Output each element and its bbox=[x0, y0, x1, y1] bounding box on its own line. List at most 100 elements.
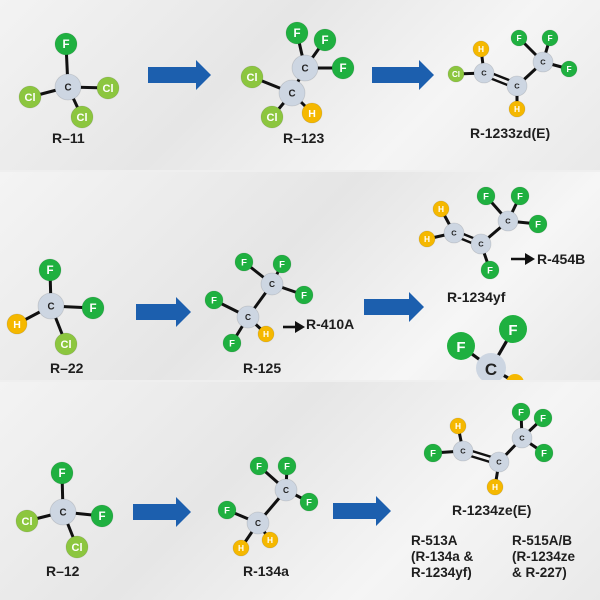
r1234ze-atom-c-0 bbox=[452, 440, 474, 462]
r22-atom-h-2 bbox=[6, 313, 28, 335]
r123-atom-cl-6 bbox=[260, 105, 284, 129]
molecule-name-r134a: R-134a bbox=[243, 563, 289, 579]
molecule-name-r11: R–11 bbox=[52, 130, 85, 146]
r134a-atom-f-4 bbox=[299, 492, 319, 512]
r134a-atom-label-3: F bbox=[284, 461, 290, 472]
r11-atom-label-2: Cl bbox=[25, 92, 36, 104]
r11-atom-f-1 bbox=[54, 32, 78, 56]
r1234yf-atom-h-3 bbox=[432, 200, 450, 218]
r125-atom-c-0 bbox=[260, 272, 284, 296]
molecule-name-r1233zd: R-1233zd(E) bbox=[470, 125, 551, 141]
r125-atom-label-0: C bbox=[269, 279, 275, 289]
arrow-to-r454b-head bbox=[525, 253, 535, 265]
molecule-name-r22: R–22 bbox=[50, 360, 84, 376]
r1234ze-atom-label-5: H bbox=[492, 482, 498, 492]
r12-atom-cl-4 bbox=[65, 535, 89, 559]
arrow-r11-to-r123 bbox=[148, 60, 211, 90]
r1233zd-atom-f-8 bbox=[560, 60, 578, 78]
r22-atom-cl-4 bbox=[54, 332, 78, 356]
r12-atom-label-3: F bbox=[98, 510, 105, 523]
cropped-atom-c bbox=[476, 353, 506, 380]
r1234yf-atom-f-5 bbox=[480, 260, 500, 280]
r1234yf-atom-c-0 bbox=[443, 222, 465, 244]
r1234ze-atom-label-4: F bbox=[430, 448, 436, 459]
r134a-atom-label-7: H bbox=[267, 535, 273, 545]
r134a-atom-h-7 bbox=[261, 531, 279, 549]
r1234ze-atom-label-1: C bbox=[496, 458, 502, 467]
r1234yf-atom-label-1: C bbox=[478, 240, 484, 249]
molecule-name-r12: R–12 bbox=[46, 563, 80, 579]
r125-atom-f-4 bbox=[294, 285, 314, 305]
arrow-r123-to-r1233zd bbox=[372, 60, 434, 90]
r123-atom-label-6: Cl bbox=[267, 112, 278, 124]
r1234yf-atom-label-7: F bbox=[517, 191, 523, 202]
r1234ze-atom-label-7: F bbox=[540, 413, 546, 424]
r123-atom-label-3: F bbox=[321, 34, 328, 47]
r1234yf-atom-label-0: C bbox=[451, 229, 457, 238]
r125-atom-label-5: F bbox=[211, 295, 217, 306]
r1234yf-atom-label-5: F bbox=[487, 265, 493, 276]
r134a-atom-h-6 bbox=[232, 539, 250, 557]
r1234ze-atom-f-4 bbox=[423, 443, 443, 463]
r123-atom-label-0: C bbox=[301, 64, 308, 75]
molecule-name-r1234yf: R-1234yf bbox=[447, 289, 506, 305]
r1233zd-atom-label-1: C bbox=[514, 82, 520, 91]
r125-atom-label-7: H bbox=[263, 329, 269, 339]
r1234yf-atom-f-7 bbox=[510, 186, 530, 206]
r125-atom-label-3: F bbox=[279, 259, 285, 270]
r134a-atom-label-5: F bbox=[224, 505, 230, 516]
r123-atom-f-3 bbox=[313, 28, 337, 52]
r1234ze-atom-label-2: C bbox=[519, 434, 525, 443]
r1233zd-atom-label-0: C bbox=[481, 69, 487, 78]
r1233zd-atom-c-0 bbox=[473, 62, 495, 84]
r1233zd-atom-c-1 bbox=[506, 75, 528, 97]
r134a-atom-label-6: H bbox=[238, 543, 244, 553]
r134a-atom-label-0: C bbox=[283, 485, 289, 495]
r1233zd-atom-label-3: H bbox=[478, 44, 484, 54]
r123-atom-c-0 bbox=[291, 54, 319, 82]
r1234yf-atom-f-8 bbox=[528, 214, 548, 234]
r123-atom-label-1: C bbox=[288, 89, 295, 100]
r134a-atom-f-2 bbox=[249, 456, 269, 476]
r1234ze-atom-c-2 bbox=[511, 427, 533, 449]
r125-atom-c-1 bbox=[236, 305, 260, 329]
arrow-r12-to-r134a bbox=[133, 497, 191, 527]
r1234ze-atom-f-8 bbox=[534, 443, 554, 463]
molecule-name-r1234ze: R-1234ze(E) bbox=[452, 502, 532, 518]
r22-atom-f-1 bbox=[38, 258, 62, 282]
cropped-atom-f-1 bbox=[499, 315, 527, 343]
r22-atom-label-3: F bbox=[89, 302, 96, 315]
r134a-atom-f-5 bbox=[217, 500, 237, 520]
r1234ze-atom-f-6 bbox=[511, 402, 531, 422]
r1233zd-atom-label-7: F bbox=[547, 33, 552, 43]
r125-atom-label-2: F bbox=[241, 257, 247, 268]
cropped-atom-h bbox=[506, 374, 524, 380]
r123-atom-h-7 bbox=[301, 102, 323, 124]
molecule-name-r123: R–123 bbox=[283, 130, 325, 146]
blend-note-r515ab: R-515A/B (R-1234ze & R-227) bbox=[512, 533, 576, 580]
r1234yf-atom-label-3: H bbox=[438, 204, 444, 214]
r1233zd-atom-c-2 bbox=[532, 51, 554, 73]
cropped-atom-f-1-label: F bbox=[508, 322, 517, 339]
r12-atom-f-1 bbox=[50, 461, 74, 485]
r134a-atom-c-0 bbox=[274, 478, 298, 502]
r12-atom-label-4: Cl bbox=[72, 542, 83, 554]
r1234yf-atom-label-4: H bbox=[424, 234, 430, 244]
r12-atom-label-2: Cl bbox=[22, 516, 33, 528]
r11-atom-cl-2 bbox=[18, 85, 42, 109]
r123-atom-label-7: H bbox=[308, 108, 316, 120]
arrow-r134a-to-r1234ze bbox=[333, 496, 391, 526]
r134a-atom-label-1: C bbox=[255, 518, 261, 528]
r1234yf-atom-f-6 bbox=[476, 186, 496, 206]
r123-atom-c-1 bbox=[278, 79, 306, 107]
r1233zd-atom-label-8: F bbox=[566, 64, 571, 74]
r134a-atom-label-4: F bbox=[306, 497, 312, 508]
molecule-name-r125: R-125 bbox=[243, 360, 282, 376]
arrow-r125-to-r1234yf bbox=[364, 292, 424, 322]
r134a-atom-f-3 bbox=[277, 456, 297, 476]
r1234yf-atom-label-2: C bbox=[505, 217, 511, 226]
r22-atom-label-1: F bbox=[46, 264, 53, 277]
cropped-atom-f-0-label: F bbox=[456, 339, 465, 356]
r125-atom-h-7 bbox=[257, 325, 275, 343]
r1233zd-atom-cl-4 bbox=[447, 65, 465, 83]
